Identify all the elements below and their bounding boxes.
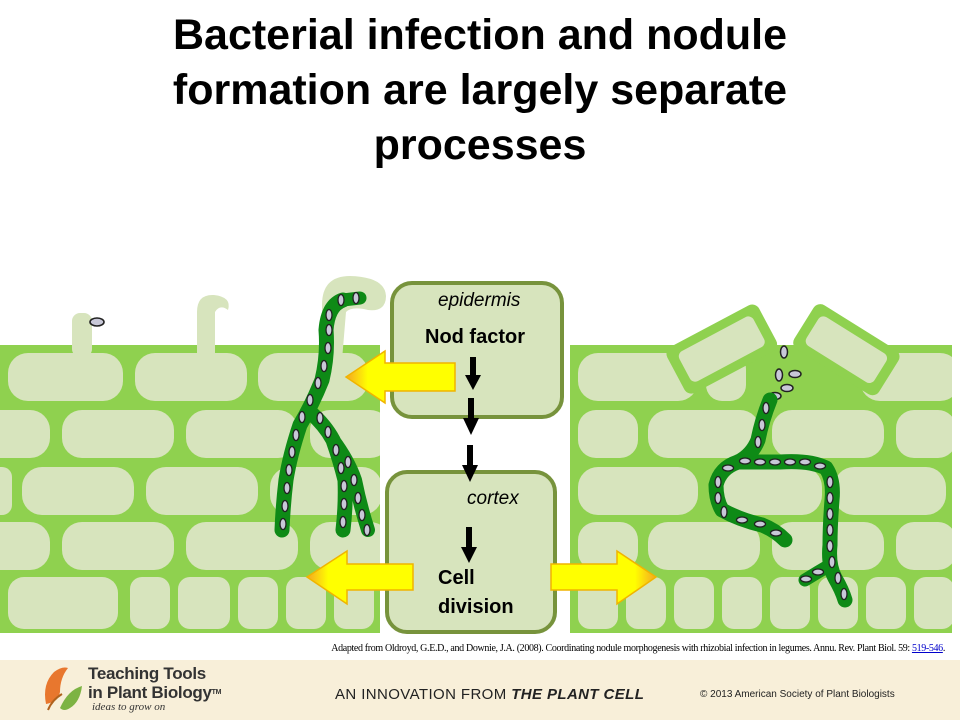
arrow-to-infection bbox=[344, 349, 456, 405]
left-cells bbox=[0, 353, 380, 629]
root-hair-curling bbox=[197, 294, 229, 357]
arrow-to-nodule bbox=[550, 549, 658, 606]
tilted-cell-left bbox=[666, 304, 778, 394]
signal-arrows bbox=[461, 357, 481, 563]
right-root-tissue bbox=[570, 304, 952, 633]
right-cells bbox=[578, 353, 952, 629]
down-arrow-4 bbox=[461, 527, 477, 563]
teaching-tools-leaf-icon bbox=[45, 667, 82, 711]
footer-bar bbox=[0, 660, 960, 720]
tilted-cell-right bbox=[793, 304, 900, 396]
copyright: © 2013 American Society of Plant Biologi… bbox=[700, 689, 895, 700]
title-line-2: formation are largely separate bbox=[172, 66, 788, 114]
left-root-tissue bbox=[0, 276, 386, 633]
tagline: ideas to grow on bbox=[92, 701, 166, 713]
arrow-to-left-cortex bbox=[305, 549, 414, 606]
cell-division-label-line2: division bbox=[438, 596, 514, 618]
epidermis-label: epidermis bbox=[438, 290, 521, 311]
innovation-prefix: AN INNOVATION FROM bbox=[335, 686, 512, 703]
brand-line-2: in Plant BiologyTM bbox=[88, 684, 221, 702]
bacterium bbox=[89, 317, 105, 327]
cell-division-label-line1: Cell bbox=[438, 567, 475, 589]
root-hair-straight bbox=[72, 313, 92, 357]
innovation-brand: THE PLANT CELL bbox=[511, 686, 645, 703]
infection-thread-right bbox=[708, 392, 853, 608]
cortex-label: cortex bbox=[467, 488, 520, 509]
down-arrow-1 bbox=[465, 357, 481, 390]
citation-link[interactable]: 519-546 bbox=[911, 643, 943, 654]
down-arrow-3 bbox=[462, 445, 478, 482]
title-line-1: Bacterial infection and nodule bbox=[172, 11, 788, 59]
slide-title: Bacterial infection and nodule formation… bbox=[40, 8, 920, 173]
down-arrow-2 bbox=[463, 398, 479, 435]
citation: Adapted from Oldroyd, G.E.D., and Downie… bbox=[200, 643, 945, 654]
citation-text: Adapted from Oldroyd, G.E.D., and Downie… bbox=[331, 643, 912, 654]
brand-line-2-text: in Plant Biology bbox=[88, 683, 212, 702]
brand-line-1: Teaching Tools bbox=[88, 664, 206, 683]
nod-factor-label: Nod factor bbox=[425, 326, 525, 348]
trademark: TM bbox=[211, 689, 222, 696]
nodulation-diagram: epidermis Nod factor cortex Cell divisio… bbox=[0, 276, 952, 634]
innovation-text: AN INNOVATION FROM THE PLANT CELL bbox=[335, 686, 644, 703]
citation-end: . bbox=[942, 643, 946, 654]
title-line-3: processes bbox=[373, 121, 587, 169]
infection-thread-left bbox=[274, 291, 375, 538]
